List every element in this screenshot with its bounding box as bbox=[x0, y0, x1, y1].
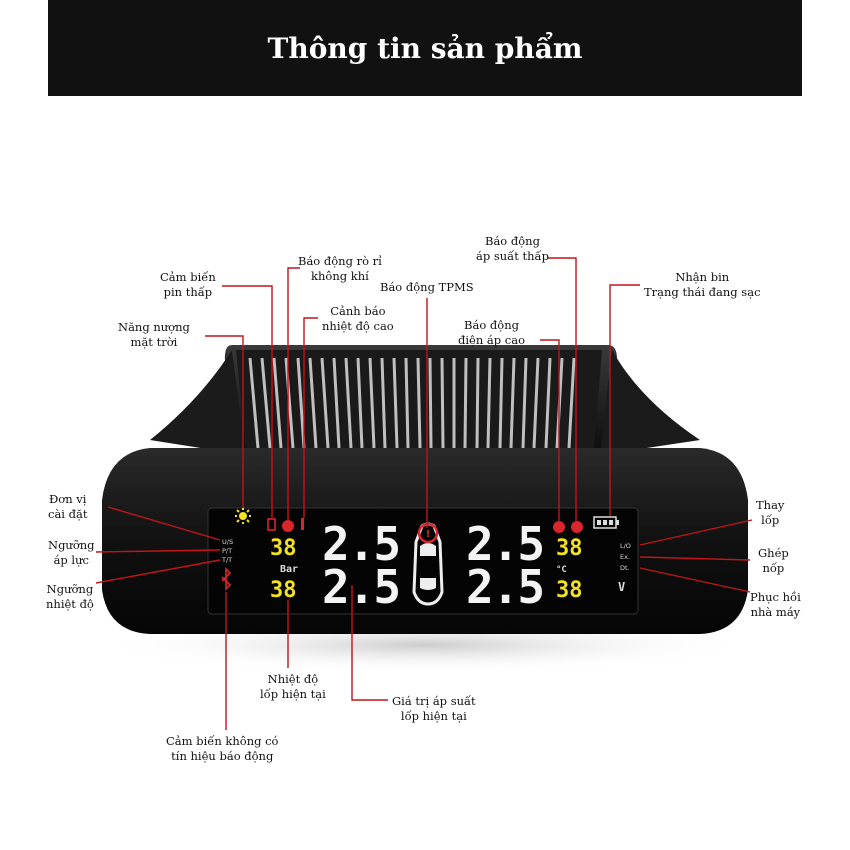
leader-nguong-nhiet bbox=[95, 559, 221, 584]
right-mode-dt: Dt. bbox=[620, 564, 630, 572]
unit-volt: V bbox=[618, 580, 626, 594]
battery-icon bbox=[593, 516, 619, 529]
high-voltage-alarm-icon bbox=[571, 521, 583, 533]
leader-ghep-nop bbox=[639, 556, 751, 561]
temp-rear-left: 38 bbox=[270, 578, 297, 603]
leader-gia-tri-ap bbox=[351, 585, 388, 701]
leader-dien-ap bbox=[540, 339, 560, 522]
temp-front-left: 38 bbox=[270, 536, 297, 561]
right-mode-ex: Ex. bbox=[620, 553, 631, 561]
leader-ro-ri bbox=[287, 267, 300, 520]
leader-don-vi bbox=[107, 506, 221, 541]
solar-panel-stripes bbox=[248, 357, 576, 449]
right-wing bbox=[600, 350, 700, 455]
svg-text:!: ! bbox=[426, 529, 431, 540]
pressure-rear-left: 2.5 bbox=[322, 560, 401, 614]
unit-celsius: °C bbox=[556, 565, 567, 575]
leader-ap-suat bbox=[548, 257, 577, 522]
pressure-front-right: 2.5 bbox=[466, 517, 545, 571]
leader-nhan-bin bbox=[609, 284, 640, 516]
no-signal-sensor-icon bbox=[221, 567, 232, 591]
leader-cam-bien-pin bbox=[222, 285, 273, 520]
left-wing bbox=[150, 350, 245, 455]
left-mode-us: U/S bbox=[222, 538, 234, 546]
temp-rear-right: 38 bbox=[556, 578, 583, 603]
leader-phuc-hoi bbox=[639, 567, 751, 593]
leader-nhiet-do bbox=[303, 317, 318, 518]
left-mode-pt: P/T bbox=[222, 547, 233, 555]
high-temp-icon bbox=[301, 518, 304, 530]
tpms-warning-icon: ! bbox=[417, 522, 439, 544]
pressure-front-left: 2.5 bbox=[322, 517, 401, 571]
temp-front-right: 38 bbox=[556, 536, 583, 561]
leader-nang-luong bbox=[205, 335, 244, 508]
banner: Thông tin sản phẩm bbox=[48, 0, 802, 96]
leak-alarm-icon bbox=[282, 520, 294, 532]
right-mode-lo: L/O bbox=[620, 542, 631, 550]
unit-bar: Bar bbox=[280, 564, 299, 575]
leader-thay-lop bbox=[639, 519, 753, 546]
low-pressure-alarm-icon bbox=[553, 521, 565, 533]
sun-icon bbox=[235, 508, 251, 524]
lcd-screen bbox=[207, 507, 639, 615]
label-tpms: Báo động TPMS bbox=[380, 280, 474, 294]
banner-title: Thông tin sản phẩm bbox=[267, 31, 583, 65]
leader-ap-luc bbox=[95, 549, 221, 553]
left-mode-tt: T/T bbox=[222, 556, 233, 564]
pressure-rear-right: 2.5 bbox=[466, 560, 545, 614]
